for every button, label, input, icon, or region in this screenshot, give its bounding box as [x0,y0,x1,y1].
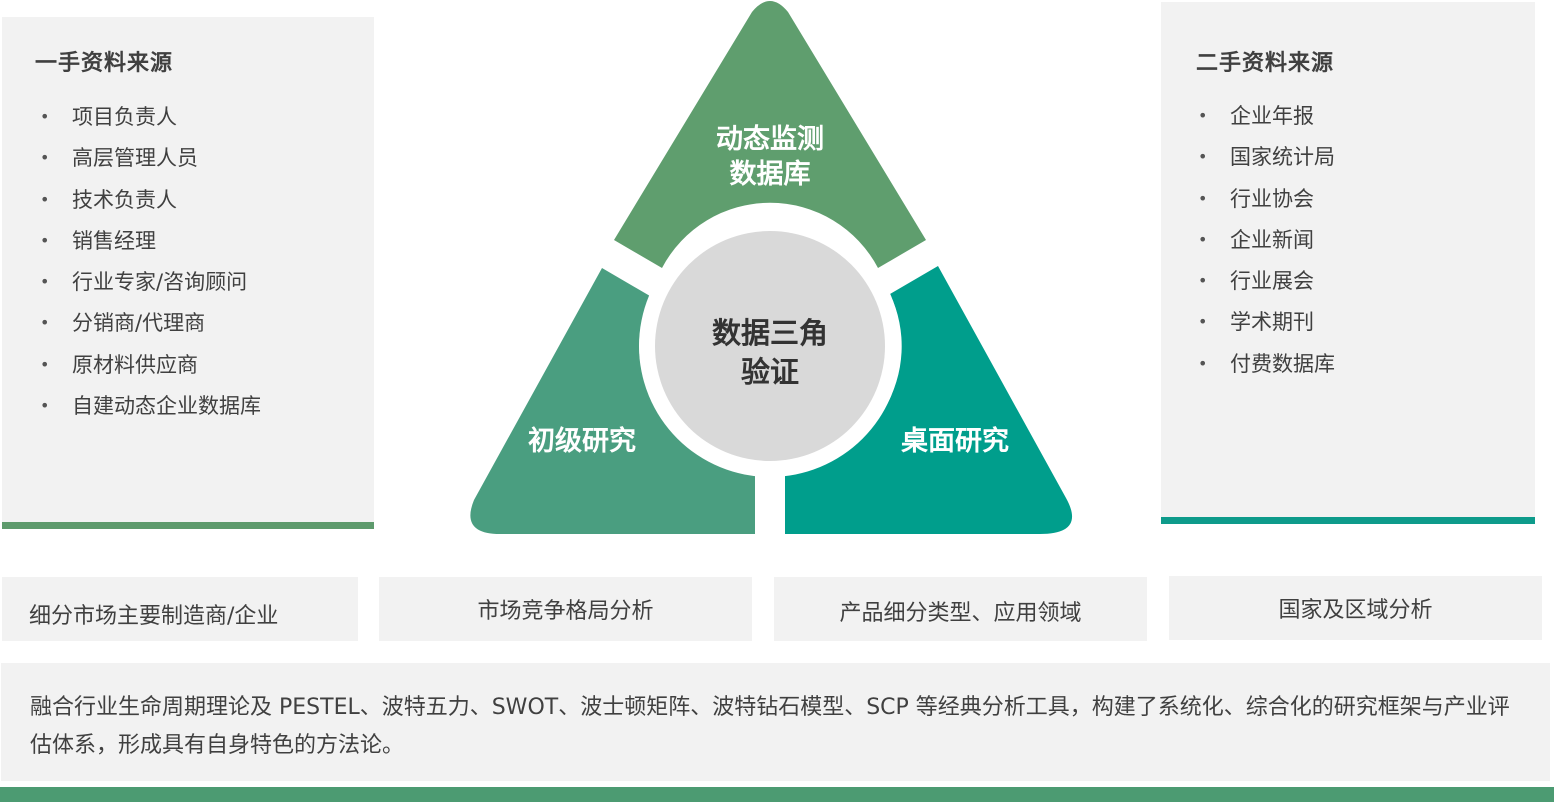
secondary-sources-panel: 二手资料来源 •企业年报 •国家统计局 •行业协会 •企业新闻 •行业展会 •学… [1161,2,1535,524]
bullet-icon: • [1198,353,1208,373]
bullet-icon: • [1198,147,1208,167]
secondary-sources-list: •企业年报 •国家统计局 •行业协会 •企业新闻 •行业展会 •学术期刊 •付费… [1198,101,1335,390]
secondary-sources-title: 二手资料来源 [1196,51,1335,76]
bullet-icon: • [40,230,50,250]
bullet-icon: • [1198,229,1208,249]
bullet-icon: • [40,354,50,374]
list-item: •企业年报 [1198,101,1335,142]
primary-sources-list: •项目负责人 •高层管理人员 •技术负责人 •销售经理 •行业专家/咨询顾问 •… [40,102,261,432]
list-item: •行业展会 [1198,266,1335,307]
bullet-icon: • [40,396,50,416]
bullet-icon: • [1198,271,1208,291]
tag-regional: 国家及区域分析 [1169,576,1542,640]
primary-sources-title: 一手资料来源 [35,51,174,76]
list-item: •企业新闻 [1198,225,1335,266]
triangle-top-segment [614,1,926,268]
list-item: •行业协会 [1198,184,1335,225]
bullet-icon: • [40,189,50,209]
top-segment-label: 动态监测 数据库 [716,124,824,190]
tag-competition: 市场竞争格局分析 [379,577,752,641]
center-label: 数据三角 验证 [711,316,828,389]
triangle-right-segment [785,266,1073,534]
bullet-icon: • [40,148,50,168]
list-item: •付费数据库 [1198,349,1335,390]
list-item: •国家统计局 [1198,142,1335,183]
bullet-icon: • [40,313,50,333]
list-item: •高层管理人员 [40,143,261,184]
list-item: •技术负责人 [40,185,261,226]
tag-manufacturers: 细分市场主要制造商/企业 [2,577,358,641]
list-item: •分销商/代理商 [40,308,261,349]
triangle-left-segment [470,268,755,534]
list-item: •行业专家/咨询顾问 [40,267,261,308]
center-circle [655,231,885,461]
right-segment-label: 桌面研究 [901,426,1009,457]
bullet-icon: • [1198,106,1208,125]
list-item: •原材料供应商 [40,350,261,391]
triangle-graphic [470,1,1073,534]
bullet-icon: • [1198,188,1208,208]
data-triangle-diagram: 动态监测 数据库 初级研究 桌面研究 数据三角 验证 [460,0,1090,540]
primary-sources-panel: 一手资料来源 •项目负责人 •高层管理人员 •技术负责人 •销售经理 •行业专家… [2,17,374,529]
list-item: •自建动态企业数据库 [40,391,261,432]
bullet-icon: • [1198,312,1208,332]
bullet-icon: • [40,272,50,292]
list-item: •学术期刊 [1198,307,1335,348]
left-segment-label: 初级研究 [528,426,636,457]
bullet-icon: • [40,107,50,126]
methodology-description: 融合行业生命周期理论及 PESTEL、波特五力、SWOT、波士顿矩阵、波特钻石模… [1,663,1550,781]
footer-accent-bar [0,787,1554,802]
list-item: •项目负责人 [40,102,261,143]
list-item: •销售经理 [40,226,261,267]
tag-product-segments: 产品细分类型、应用领域 [774,577,1147,641]
